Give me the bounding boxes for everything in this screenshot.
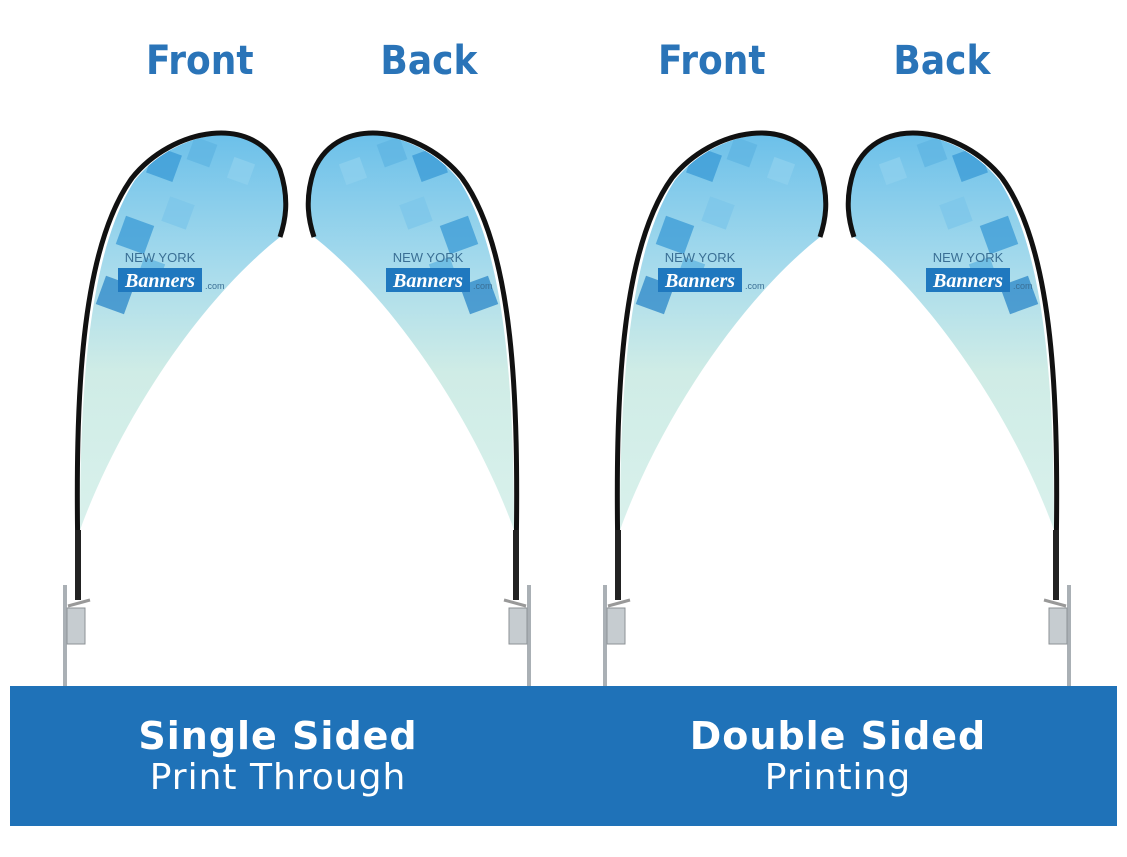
logo-suffix: .com	[1013, 281, 1033, 291]
caption-single-sided: Single Sided Print Through	[78, 714, 478, 798]
logo-box	[118, 268, 202, 292]
logo-text: Banners	[932, 270, 1003, 292]
logo-top-text: NEW YORK	[933, 250, 1004, 265]
flag-single-front	[65, 133, 286, 705]
heading-double-back: Back	[893, 38, 991, 84]
logo: NEW YORK Banners .com	[118, 250, 225, 292]
logo-suffix: .com	[205, 281, 225, 291]
flag-single-back	[308, 133, 529, 705]
heading-double-front: Front	[657, 38, 766, 84]
logo-text: Banners	[664, 270, 735, 292]
logo-suffix: .com	[473, 281, 493, 291]
logo-top-text: NEW YORK	[665, 250, 736, 265]
logo-box	[658, 268, 742, 292]
logo-text: Banners	[124, 270, 195, 292]
logo-top-text: NEW YORK	[393, 250, 464, 265]
heading-single-front: Front	[145, 38, 254, 84]
logo: NEW YORK Banners .com	[658, 250, 765, 292]
caption-title: Single Sided	[138, 714, 418, 758]
caption-double-sided: Double Sided Printing	[638, 714, 1038, 798]
logo: NEW YORK Banners .com	[926, 250, 1033, 292]
logo-text: Banners	[392, 270, 463, 292]
caption-title: Double Sided	[689, 714, 987, 758]
logo-top-text: NEW YORK	[125, 250, 196, 265]
logo-box	[926, 268, 1010, 292]
bottom-banner	[10, 686, 1117, 826]
flag-double-back	[848, 133, 1069, 705]
heading-single-back: Back	[380, 38, 478, 84]
caption-subtitle: Print Through	[149, 757, 407, 798]
logo-suffix: .com	[745, 281, 765, 291]
caption-subtitle: Printing	[764, 757, 912, 798]
logo: NEW YORK Banners .com	[386, 250, 493, 292]
logo-box	[386, 268, 470, 292]
flag-double-front	[605, 133, 826, 705]
